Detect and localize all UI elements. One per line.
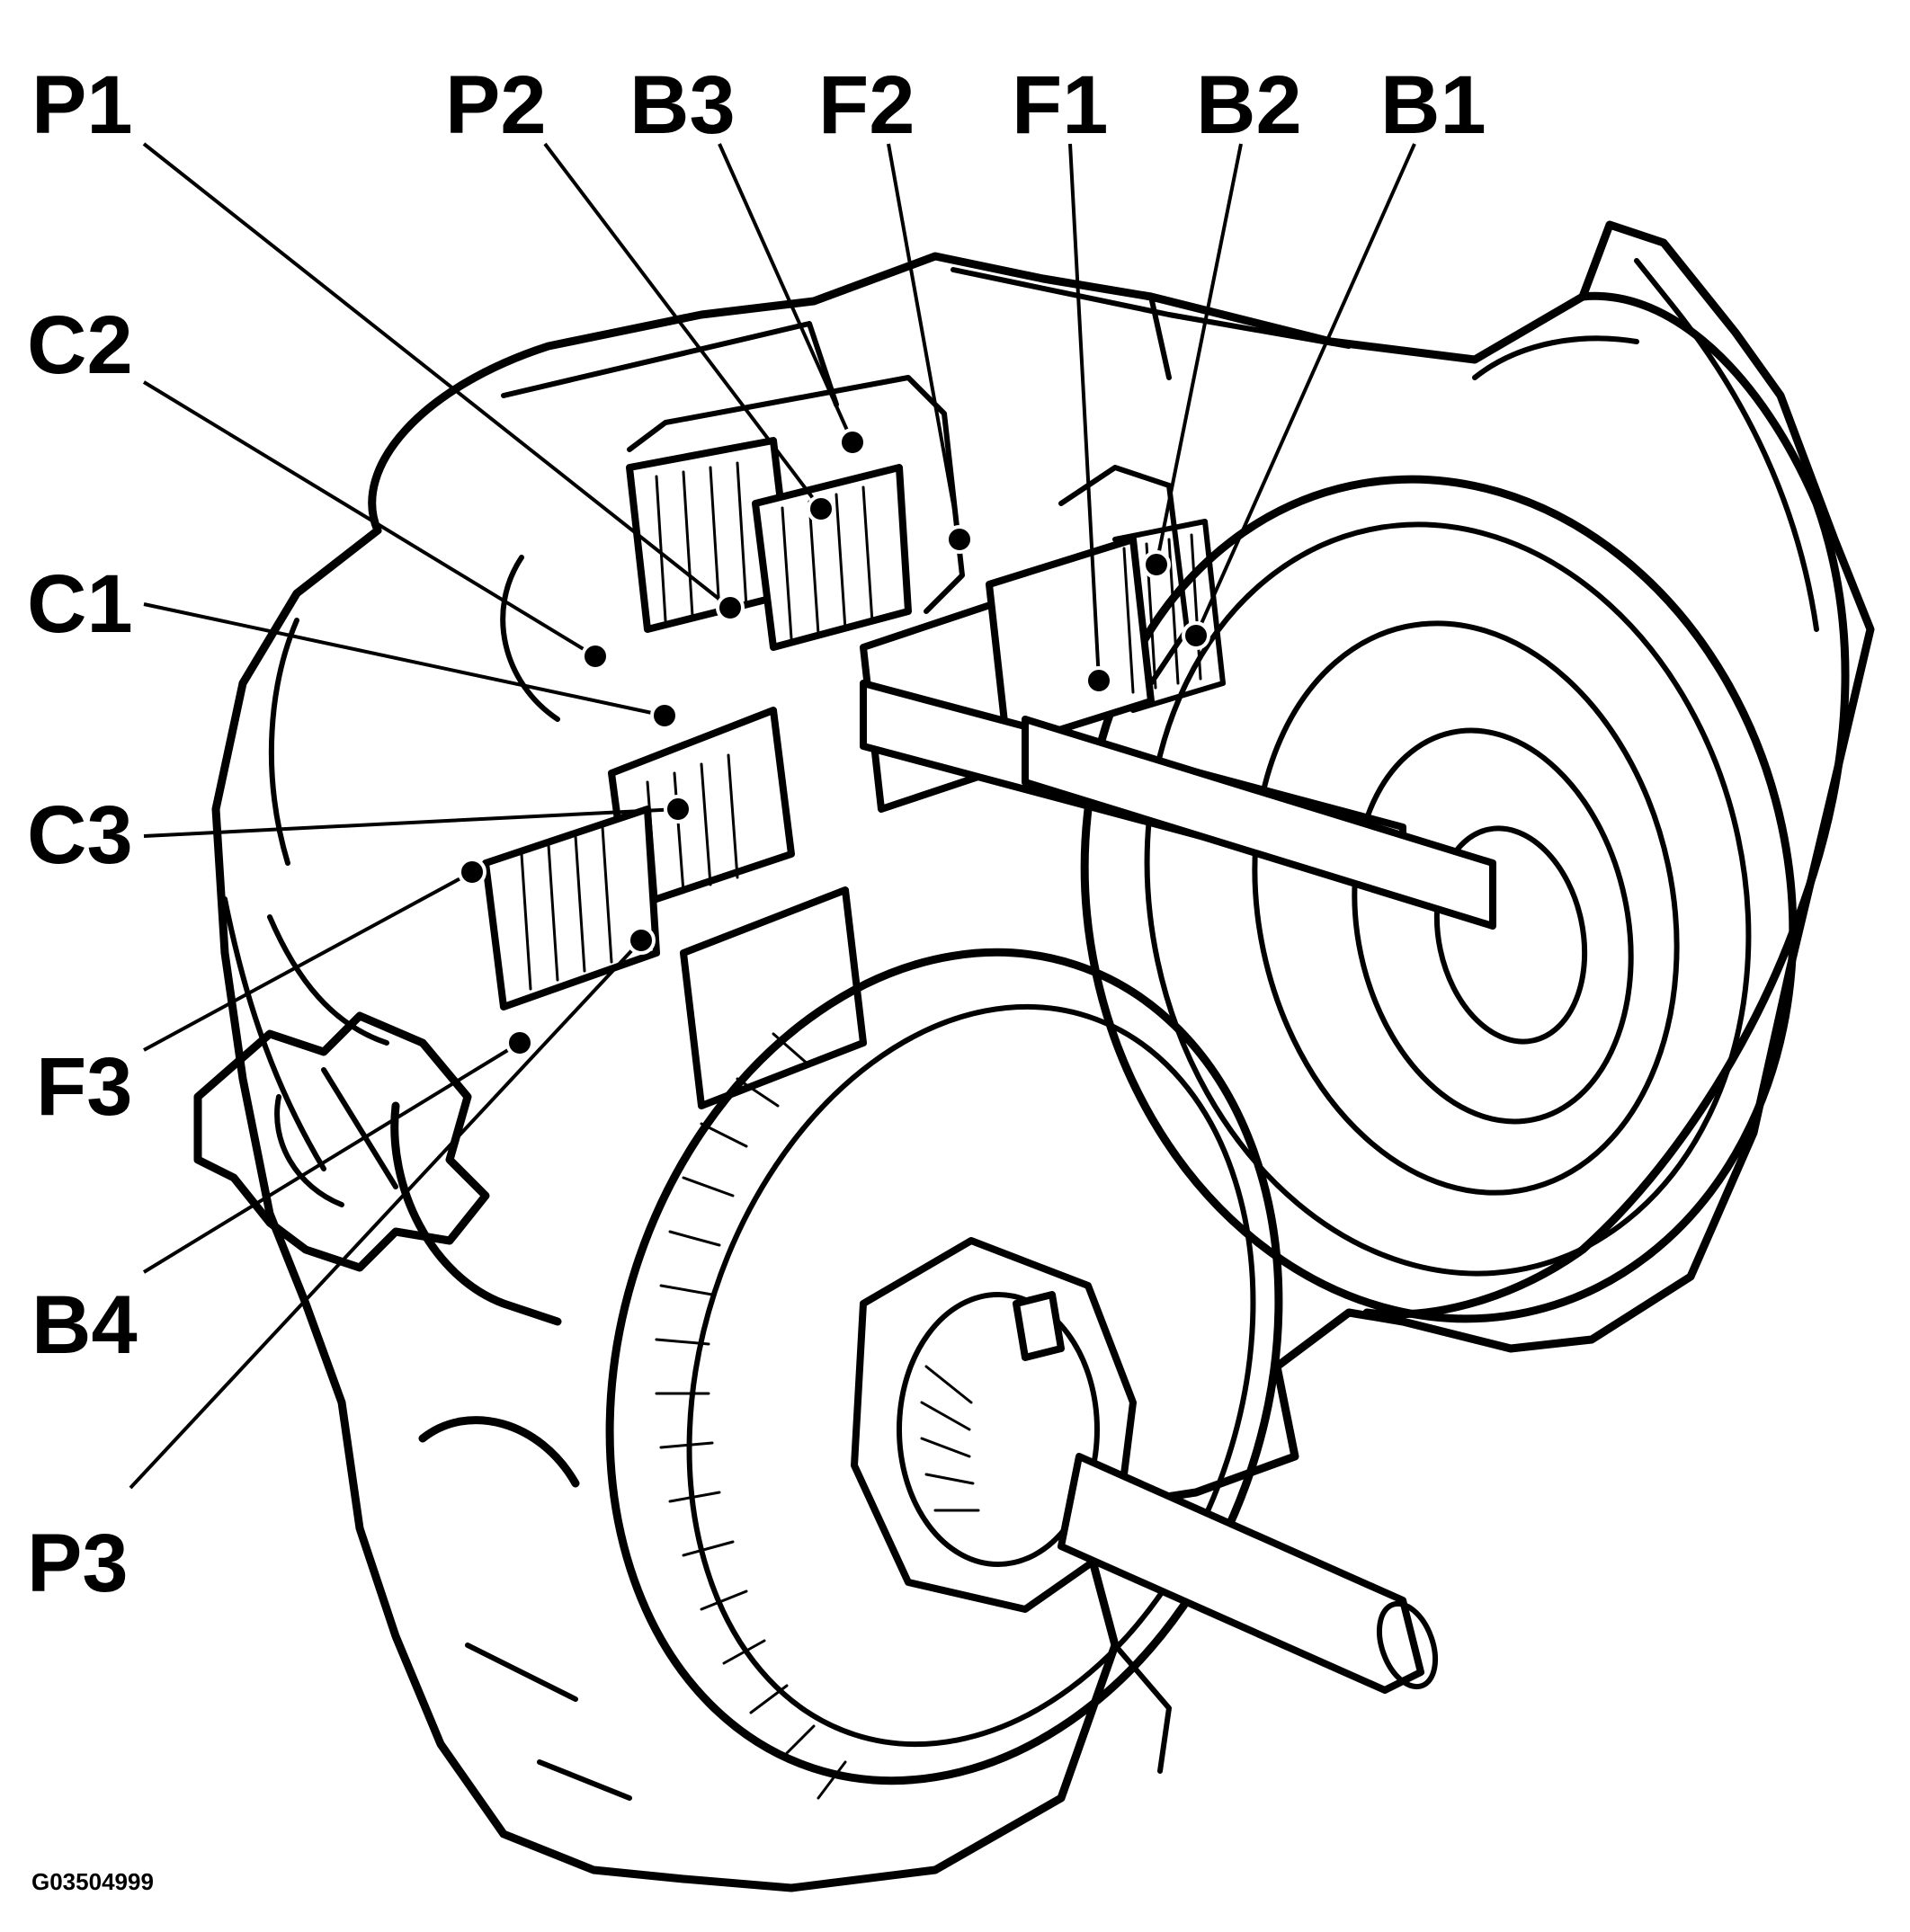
- final-drive-ring-gear: [605, 948, 1283, 1800]
- leader-f2: [887, 143, 961, 540]
- leader-f1: [1068, 143, 1101, 681]
- label-f3: F3: [36, 1041, 132, 1133]
- drive-flange: [193, 1011, 490, 1272]
- label-b2: B2: [1196, 59, 1302, 151]
- top-housing-edge: [501, 267, 1352, 407]
- leader-b3: [718, 143, 854, 443]
- differential: [851, 1237, 1439, 1694]
- label-b1: B1: [1380, 59, 1486, 151]
- leader-f3: [143, 870, 473, 1052]
- label-b4: B4: [31, 1279, 138, 1371]
- dot-f2: [945, 525, 974, 554]
- dot-p1: [716, 593, 745, 622]
- bottom-case-line: [465, 1643, 1172, 1801]
- leader-c2: [142, 380, 597, 658]
- component-labels: P1 P2 B3 F2 F1 B2 B1 C2 C1 C3 F3 B4 P3: [27, 59, 1486, 1609]
- dot-b4: [505, 1028, 534, 1057]
- dot-c1: [650, 701, 679, 730]
- leader-b2: [1155, 143, 1243, 565]
- dot-p3: [627, 926, 656, 955]
- label-p3: P3: [27, 1518, 129, 1609]
- dot-f1: [1084, 666, 1113, 695]
- housing-outline: [211, 220, 1875, 1892]
- leader-c1: [143, 602, 665, 717]
- label-f1: F1: [1012, 59, 1108, 151]
- leader-b1: [1194, 143, 1416, 637]
- transaxle-illustration: [193, 220, 1875, 1892]
- dot-c2: [581, 642, 610, 671]
- side-cover: [222, 555, 560, 1171]
- dot-f3: [458, 858, 486, 886]
- leader-lines: [129, 142, 1416, 1490]
- leader-p2: [543, 142, 823, 511]
- label-f2: F2: [818, 59, 915, 151]
- flange-detail: [274, 1067, 398, 1207]
- leader-p1: [142, 142, 732, 610]
- leader-c3: [143, 807, 679, 838]
- dot-b2: [1142, 550, 1171, 579]
- figure-code: G03504999: [31, 1868, 154, 1895]
- gear-train: [482, 375, 1496, 1109]
- label-b3: B3: [629, 59, 736, 151]
- label-c1: C1: [27, 558, 133, 650]
- bell-housing: [1362, 291, 1850, 1319]
- label-c2: C2: [27, 299, 133, 391]
- leader-p3: [129, 939, 643, 1490]
- dot-p2: [807, 494, 835, 523]
- dot-b3: [838, 428, 867, 457]
- bell-housing-lip: [1472, 258, 1819, 632]
- lower-case: [390, 1101, 580, 1488]
- leader-b4: [142, 1041, 522, 1274]
- label-p2: P2: [445, 59, 547, 151]
- label-c3: C3: [27, 789, 133, 881]
- dot-c3: [664, 795, 692, 824]
- dot-b1: [1182, 621, 1210, 650]
- label-p1: P1: [31, 59, 133, 151]
- leader-dots: [458, 428, 1210, 1057]
